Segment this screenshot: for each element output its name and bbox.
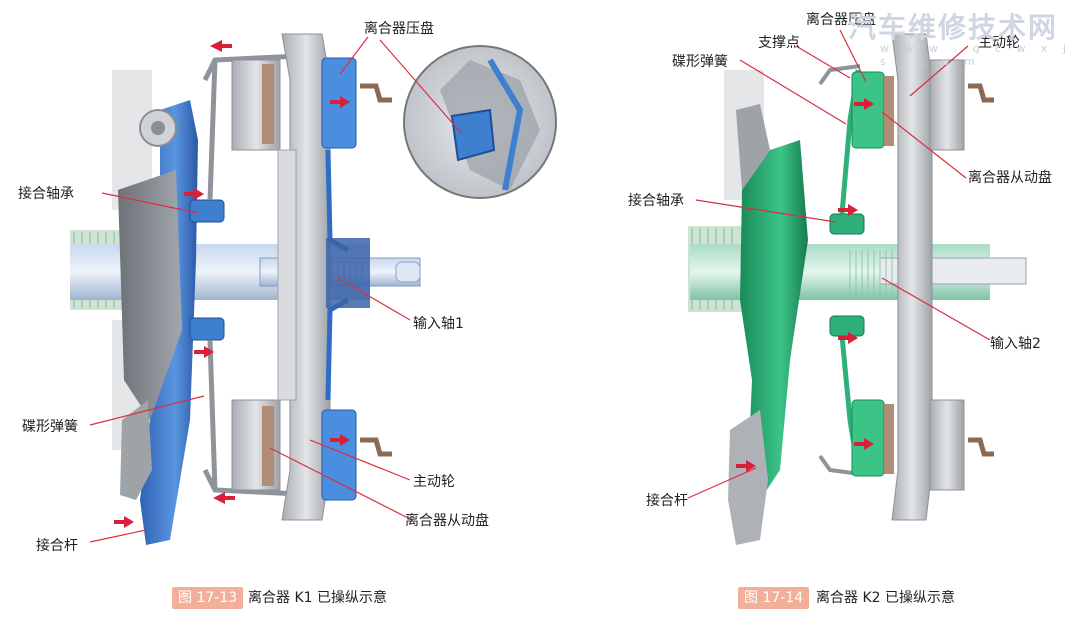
k2-drum-bottom <box>929 399 965 491</box>
k1-label-pressure-plate: 离合器压盘 <box>364 20 434 37</box>
watermark-url: w w w . q c w x j s . c o m <box>880 42 1073 68</box>
k2-label-input-shaft: 输入轴2 <box>990 336 1041 352</box>
k2-lower-arm <box>728 410 768 545</box>
k1-motion-arrows <box>114 40 350 528</box>
k1-label-release-lever: 接合杆 <box>36 537 78 554</box>
k1-lower-arm <box>120 400 152 500</box>
k1-pivot-core <box>151 121 165 135</box>
k2-label-pivot-point: 支撑点 <box>758 35 800 51</box>
k1-label-driven-plate: 离合器从动盘 <box>405 512 489 529</box>
k2-caption-tag: 图 17-14 <box>738 587 810 609</box>
k2-flywheel <box>891 33 933 521</box>
k1-label-release-bearing: 接合轴承 <box>18 185 74 202</box>
k1-clutch-drawing <box>70 33 557 545</box>
k2-label-pressure-plate: 离合器压盘 <box>806 11 876 28</box>
k2-clutch-drawing <box>687 29 1027 545</box>
k2-bracket-top <box>968 83 994 103</box>
k2-friction-top <box>884 76 894 146</box>
k1-shaft-tip <box>395 261 421 283</box>
k1-shaft-hub <box>326 238 370 308</box>
k2-friction-bottom <box>884 404 894 474</box>
k2-spline <box>849 250 893 296</box>
k1-pressure-plate-bottom <box>321 409 357 501</box>
k1-spring-top <box>202 53 301 201</box>
k2-drum-top <box>929 59 965 151</box>
k1-labels: 离合器压盘 接合轴承 输入轴1 碟形弹簧 主动轮 离合器从动盘 接合杆 <box>18 20 489 554</box>
k2-label-release-lever: 接合杆 <box>646 492 688 509</box>
k2-release-bearing-bottom <box>829 315 865 337</box>
k1-bracket-top <box>360 83 392 103</box>
k1-inset-spring <box>487 58 524 191</box>
k2-bracket-bottom <box>968 437 994 457</box>
k1-spring-bottom <box>202 339 301 497</box>
k1-friction-bottom <box>262 406 274 486</box>
k1-release-bearing-top <box>189 199 225 223</box>
k1-inset-pressure-plate <box>450 108 496 162</box>
k1-label-input-shaft: 输入轴1 <box>413 316 464 332</box>
watermark-title: 汽车维修技术网 <box>848 11 1059 44</box>
k2-motion-arrows <box>736 98 874 472</box>
k2-caption-text: 离合器 K2 已操纵示意 <box>816 590 955 606</box>
k1-label-diaphragm-spring: 碟形弹簧 <box>22 419 78 435</box>
k2-label-flywheel: 主动轮 <box>978 35 1020 51</box>
k1-bracket-bottom <box>360 437 392 457</box>
k2-label-diaphragm-spring: 碟形弹簧 <box>672 54 728 70</box>
k1-friction-top <box>262 64 274 144</box>
k1-actuator <box>118 170 182 420</box>
k2-release-lever <box>740 140 808 500</box>
k2-leader-lines <box>687 29 991 499</box>
k2-pressure-plate-bottom <box>851 399 885 477</box>
k2-pressure-plate-top <box>851 71 885 149</box>
k1-leader-lines <box>89 36 463 543</box>
k1-hub <box>277 149 297 401</box>
k2-label-release-bearing: 接合轴承 <box>628 192 684 209</box>
k1-label-flywheel: 主动轮 <box>413 474 455 490</box>
k2-cover <box>818 64 861 476</box>
k1-caption-text: 离合器 K1 已操纵示意 <box>248 590 387 606</box>
k2-upper-arm <box>736 104 770 190</box>
k2-labels: 离合器压盘 支撑点 主动轮 碟形弹簧 离合器从动盘 接合轴承 输入轴2 接合杆 <box>628 11 1052 509</box>
k2-release-bearing-top <box>829 213 865 235</box>
k2-label-driven-plate: 离合器从动盘 <box>968 169 1052 186</box>
k1-caption-tag: 图 17-13 <box>172 587 244 609</box>
k1-release-bearing-bottom <box>189 317 225 341</box>
